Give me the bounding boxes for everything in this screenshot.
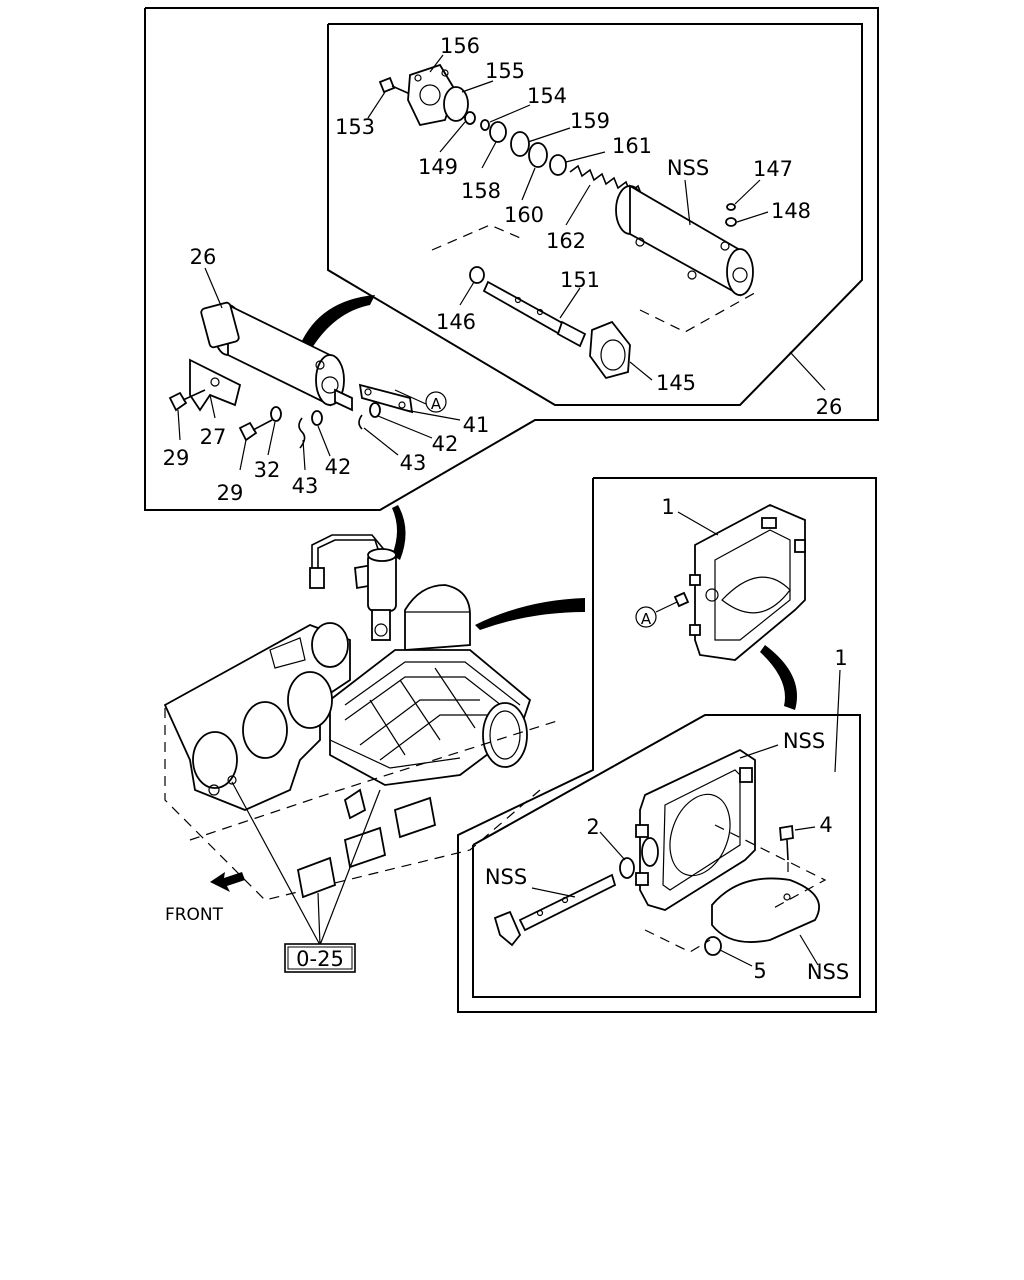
part-label: 43 [292, 474, 319, 498]
curved-arrow-icon [760, 645, 797, 710]
throttle-body [635, 748, 756, 911]
actuator-cylinder [200, 301, 353, 412]
part-label: 26 [190, 245, 217, 269]
callout-a-label: A [431, 395, 442, 413]
actuator-panel: A 26 27 29 29 32 43 42 41 42 43 [144, 7, 879, 511]
callout-a-icon [635, 606, 657, 628]
inner-exploded-parts [367, 54, 826, 391]
reference-box [284, 943, 356, 973]
part-label: 145 [656, 371, 696, 395]
bolt [238, 419, 273, 442]
part-label: 2 [586, 815, 599, 839]
part-label: 1 [834, 646, 847, 670]
part-label: NSS [807, 960, 849, 984]
actuator-exploded-panel [327, 23, 863, 406]
part-label: 160 [504, 203, 544, 227]
engine-illustration: FRONT 0-25 [163, 505, 585, 973]
washer [619, 857, 635, 879]
part-label: 158 [461, 179, 501, 203]
callout-a-label: A [641, 610, 652, 628]
part-label: 26 [816, 395, 843, 419]
curved-arrow-icon [300, 295, 375, 348]
washer [704, 936, 722, 956]
part-label: 1 [661, 495, 674, 519]
part-label: 32 [254, 458, 281, 482]
part-label: 5 [753, 959, 766, 983]
part-label: 4 [819, 813, 832, 837]
callout-a-icon [425, 391, 447, 413]
part-label: 146 [436, 310, 476, 334]
part-label: 41 [463, 413, 490, 437]
part-label: 148 [771, 199, 811, 223]
part-label: 147 [753, 157, 793, 181]
throttle-exploded-panel [472, 714, 861, 998]
washer [270, 406, 282, 422]
part-label: 29 [163, 446, 190, 470]
part-label: NSS [667, 156, 709, 180]
part-label: 162 [546, 229, 586, 253]
front-label: FRONT [165, 905, 224, 925]
part-label: 43 [400, 451, 427, 475]
part-label: 151 [560, 268, 600, 292]
throttle-body-panel: A 1 1 [457, 477, 877, 1013]
throttle-gasket [689, 504, 806, 661]
part-label: NSS [485, 865, 527, 889]
part-label: 153 [335, 115, 375, 139]
front-arrow-icon [210, 872, 245, 892]
part-label: 156 [440, 34, 480, 58]
curved-arrow-icon [475, 598, 585, 630]
bracket [189, 358, 242, 412]
part-label: 154 [527, 84, 567, 108]
part-label: NSS [783, 729, 825, 753]
bolt [168, 389, 206, 412]
part-label: 27 [200, 425, 227, 449]
reference-label: 0-25 [296, 947, 344, 971]
part-label: 29 [217, 481, 244, 505]
curved-arrow-icon [392, 505, 406, 560]
part-label: 161 [612, 134, 652, 158]
part-label: 42 [325, 455, 352, 479]
part-label: 42 [432, 432, 459, 456]
part-label: 149 [418, 155, 458, 179]
part-label: 155 [485, 59, 525, 83]
part-label: 159 [570, 109, 610, 133]
